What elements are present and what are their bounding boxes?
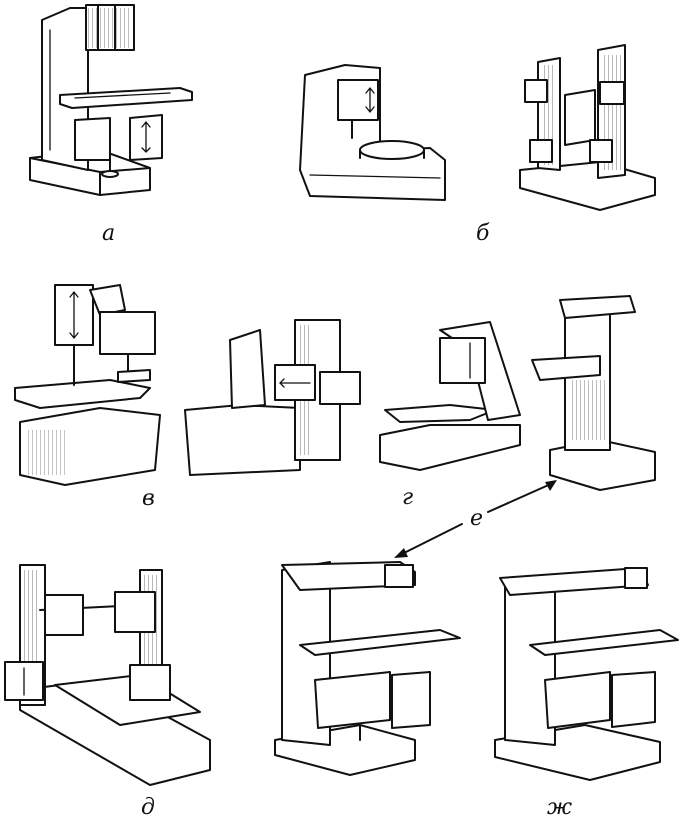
machine-v — [14, 284, 161, 486]
machine-zh — [494, 567, 679, 781]
machine-d — [4, 564, 211, 786]
label-e: е — [470, 506, 484, 531]
machine-e-lower — [274, 561, 461, 776]
machine-a — [29, 4, 193, 196]
machine-e-right — [531, 295, 656, 491]
label-e-arrows — [394, 480, 557, 558]
machine-mid — [184, 319, 361, 476]
label-g: г — [402, 485, 414, 510]
machine-g — [379, 321, 521, 471]
label-zh: ж — [547, 795, 573, 820]
label-v: в — [142, 486, 155, 511]
machine-b — [299, 64, 446, 201]
label-a: а — [102, 221, 116, 246]
machine-b-right — [519, 44, 656, 211]
label-d: д — [141, 795, 155, 820]
label-b: б — [476, 221, 490, 246]
